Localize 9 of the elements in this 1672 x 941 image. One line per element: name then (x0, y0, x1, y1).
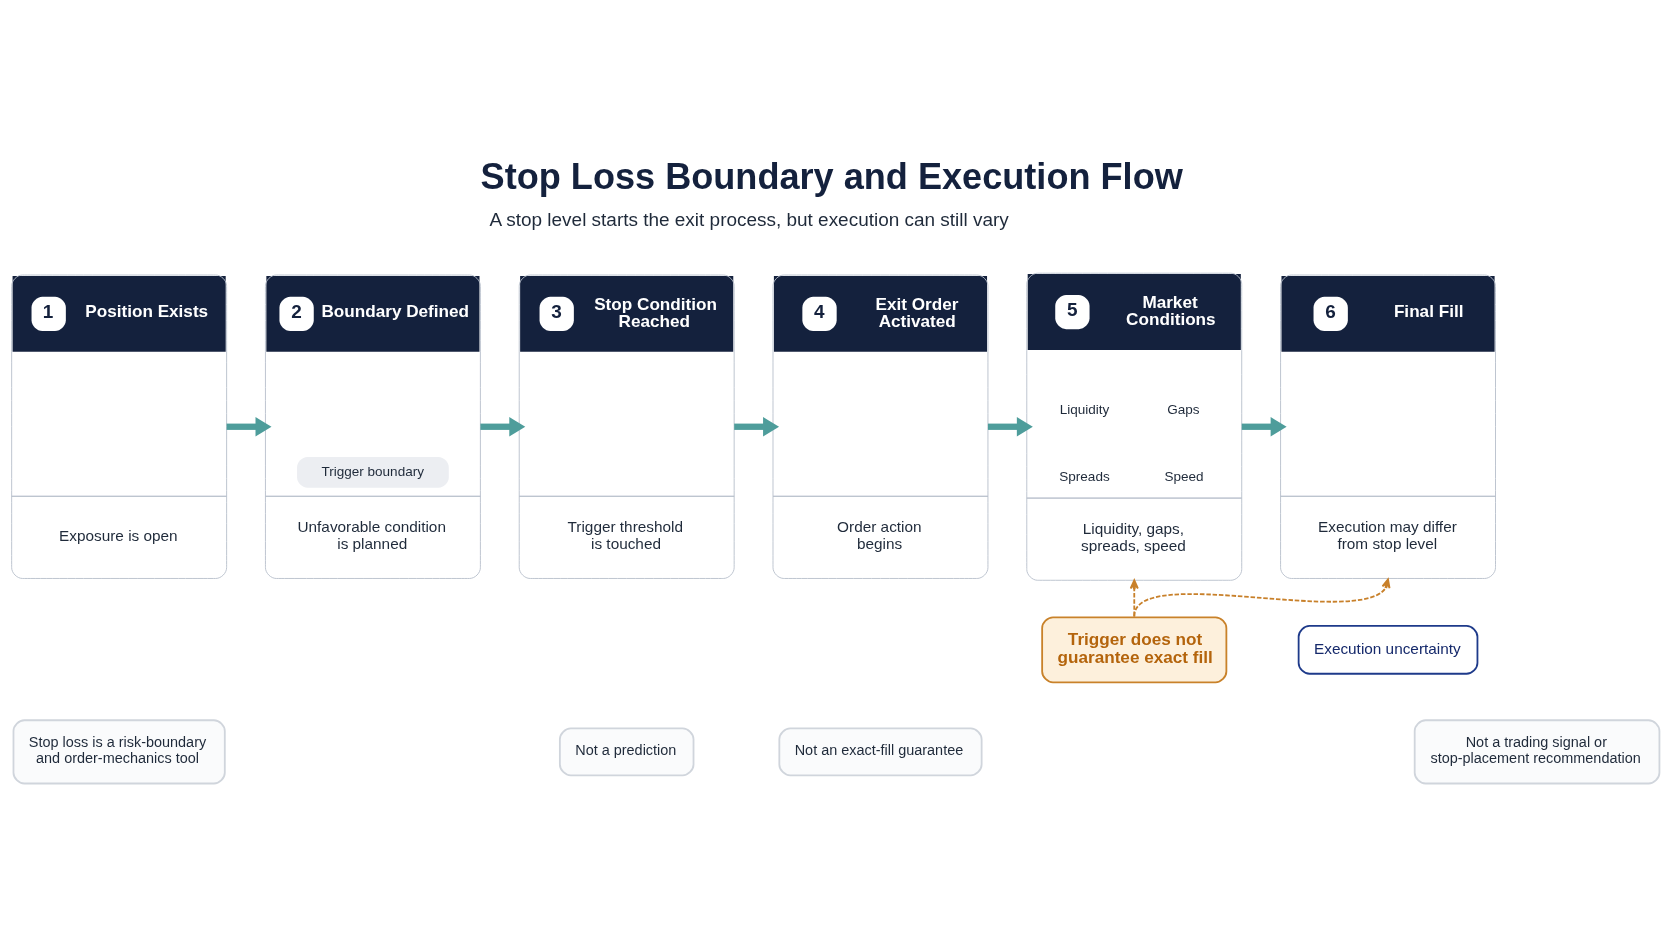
arrow (987, 416, 1033, 437)
diagram-title: Stop Loss Boundary and Execution Flow (480, 155, 1183, 197)
arrow (480, 416, 526, 437)
arrow (1133, 577, 1391, 617)
label: A stop level starts the exit process, but execution can still vary (489, 208, 1009, 230)
arrow (1129, 578, 1139, 617)
arrow (734, 416, 780, 437)
arrow (226, 416, 272, 437)
arrow (1241, 416, 1287, 437)
